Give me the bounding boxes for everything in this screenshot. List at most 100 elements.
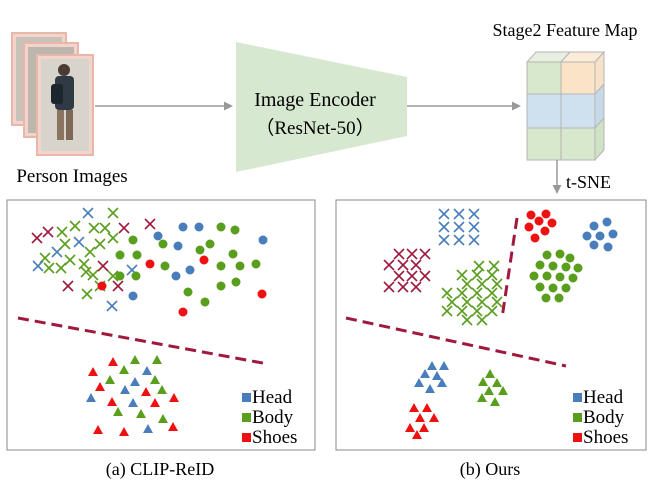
circle-marker-body <box>235 261 245 271</box>
triangle-marker-body <box>477 393 487 402</box>
circle-marker-head <box>603 242 613 252</box>
circle-marker-body <box>200 297 210 307</box>
triangle-marker-head <box>120 385 130 394</box>
circle-marker-head <box>589 221 599 231</box>
circle-marker-body <box>565 253 575 263</box>
panel-b-separator-vertical <box>500 217 519 319</box>
cross-marker-body <box>88 222 100 234</box>
cross-marker-cross <box>393 270 405 282</box>
legend-item-shoes: Shoes <box>242 427 297 448</box>
legend-label-head: Head <box>583 387 624 408</box>
cross-marker-head <box>438 234 450 246</box>
circle-marker-body <box>216 222 226 232</box>
circle-marker-body <box>548 261 558 271</box>
triangle-marker-body <box>492 378 502 387</box>
legend-item-shoes: Shoes <box>573 427 628 448</box>
panel-b-caption: (b) Ours <box>460 459 521 480</box>
circle-marker-body <box>115 250 125 260</box>
encoder-subtitle: （ResNet-50） <box>255 117 374 139</box>
cross-marker-cross <box>419 248 431 260</box>
circle-marker-shoes <box>178 307 188 317</box>
circle-marker-body <box>160 261 170 271</box>
legend-item-body: Body <box>242 407 294 428</box>
cross-marker-body <box>446 296 458 308</box>
triangle-marker-head <box>142 366 152 375</box>
cross-marker-body <box>471 269 483 281</box>
panel-a-separator <box>17 316 269 366</box>
cross-marker-cross <box>118 222 130 234</box>
cross-marker-cross <box>410 259 422 271</box>
cross-marker-body <box>107 232 119 244</box>
cross-marker-body <box>55 262 67 274</box>
arrow-to-encoder <box>95 101 233 111</box>
cross-marker-body <box>107 270 119 282</box>
triangle-marker-shoes <box>419 423 429 432</box>
cross-marker-body <box>80 266 92 278</box>
circle-marker-body <box>561 262 571 272</box>
circle-marker-body <box>548 283 558 293</box>
person-images-label: Person Images <box>16 166 127 187</box>
cross-marker-head <box>438 221 450 233</box>
person-images-stack <box>11 32 94 156</box>
circle-marker-body <box>555 272 565 282</box>
circle-marker-body <box>251 259 261 269</box>
triangle-marker-body <box>130 355 140 364</box>
circle-marker-body <box>568 273 578 283</box>
circle-marker-body <box>183 287 193 297</box>
cross-marker-head <box>106 300 118 312</box>
cross-marker-head <box>468 208 480 220</box>
cross-marker-body <box>476 296 488 308</box>
legend-item-head: Head <box>573 387 624 408</box>
circle-marker-body <box>231 277 241 287</box>
circle-marker-shoes <box>145 259 155 269</box>
circle-marker-head <box>178 222 188 232</box>
cross-marker-body <box>87 269 99 281</box>
circle-marker-body <box>115 271 125 281</box>
cross-marker-body <box>471 287 483 299</box>
cross-marker-body <box>491 296 503 308</box>
cross-marker-cross <box>410 281 422 293</box>
legend-label-head: Head <box>252 387 293 408</box>
circle-marker-head <box>595 231 605 241</box>
cross-marker-cross <box>397 281 409 293</box>
cross-marker-head <box>453 208 465 220</box>
panel-b-scatter <box>383 208 618 439</box>
panel-a-scatter <box>31 207 268 436</box>
cross-marker-cross <box>144 218 156 230</box>
circle-marker-head <box>589 240 599 250</box>
triangle-marker-shoes <box>415 413 425 422</box>
legend-label-shoes: Shoes <box>583 427 628 448</box>
triangle-marker-shoes <box>409 403 419 412</box>
circle-marker-shoes <box>547 218 557 228</box>
triangle-marker-body <box>152 355 162 364</box>
cross-marker-body <box>476 278 488 290</box>
triangle-marker-head <box>130 377 140 386</box>
arrow-to-feature-map <box>407 101 521 111</box>
triangle-marker-body <box>485 369 495 378</box>
legend-swatch-head <box>573 393 582 402</box>
legend-label-body: Body <box>252 407 294 428</box>
panel-a-caption: (a) CLIP-ReID <box>106 459 214 480</box>
triangle-marker-shoes <box>405 423 415 432</box>
legend-item-body: Body <box>573 407 625 428</box>
circle-marker-body <box>535 260 545 270</box>
circle-marker-body <box>216 281 226 291</box>
cross-marker-body <box>456 287 468 299</box>
triangle-marker-shoes <box>107 397 117 406</box>
circle-marker-head <box>128 291 138 301</box>
cross-marker-body <box>107 207 119 219</box>
cross-marker-body <box>473 260 485 272</box>
triangle-marker-head <box>439 361 449 370</box>
cross-marker-body <box>486 287 498 299</box>
triangle-marker-head <box>425 384 435 393</box>
legend-swatch-body <box>573 413 582 422</box>
cross-marker-body <box>488 260 500 272</box>
circle-marker-head <box>171 271 181 281</box>
triangle-marker-shoes <box>88 367 98 376</box>
circle-marker-body <box>561 283 571 293</box>
cross-marker-head <box>82 207 94 219</box>
image-encoder-block <box>236 42 407 172</box>
triangle-marker-body <box>119 365 129 374</box>
circle-marker-body <box>131 271 141 281</box>
